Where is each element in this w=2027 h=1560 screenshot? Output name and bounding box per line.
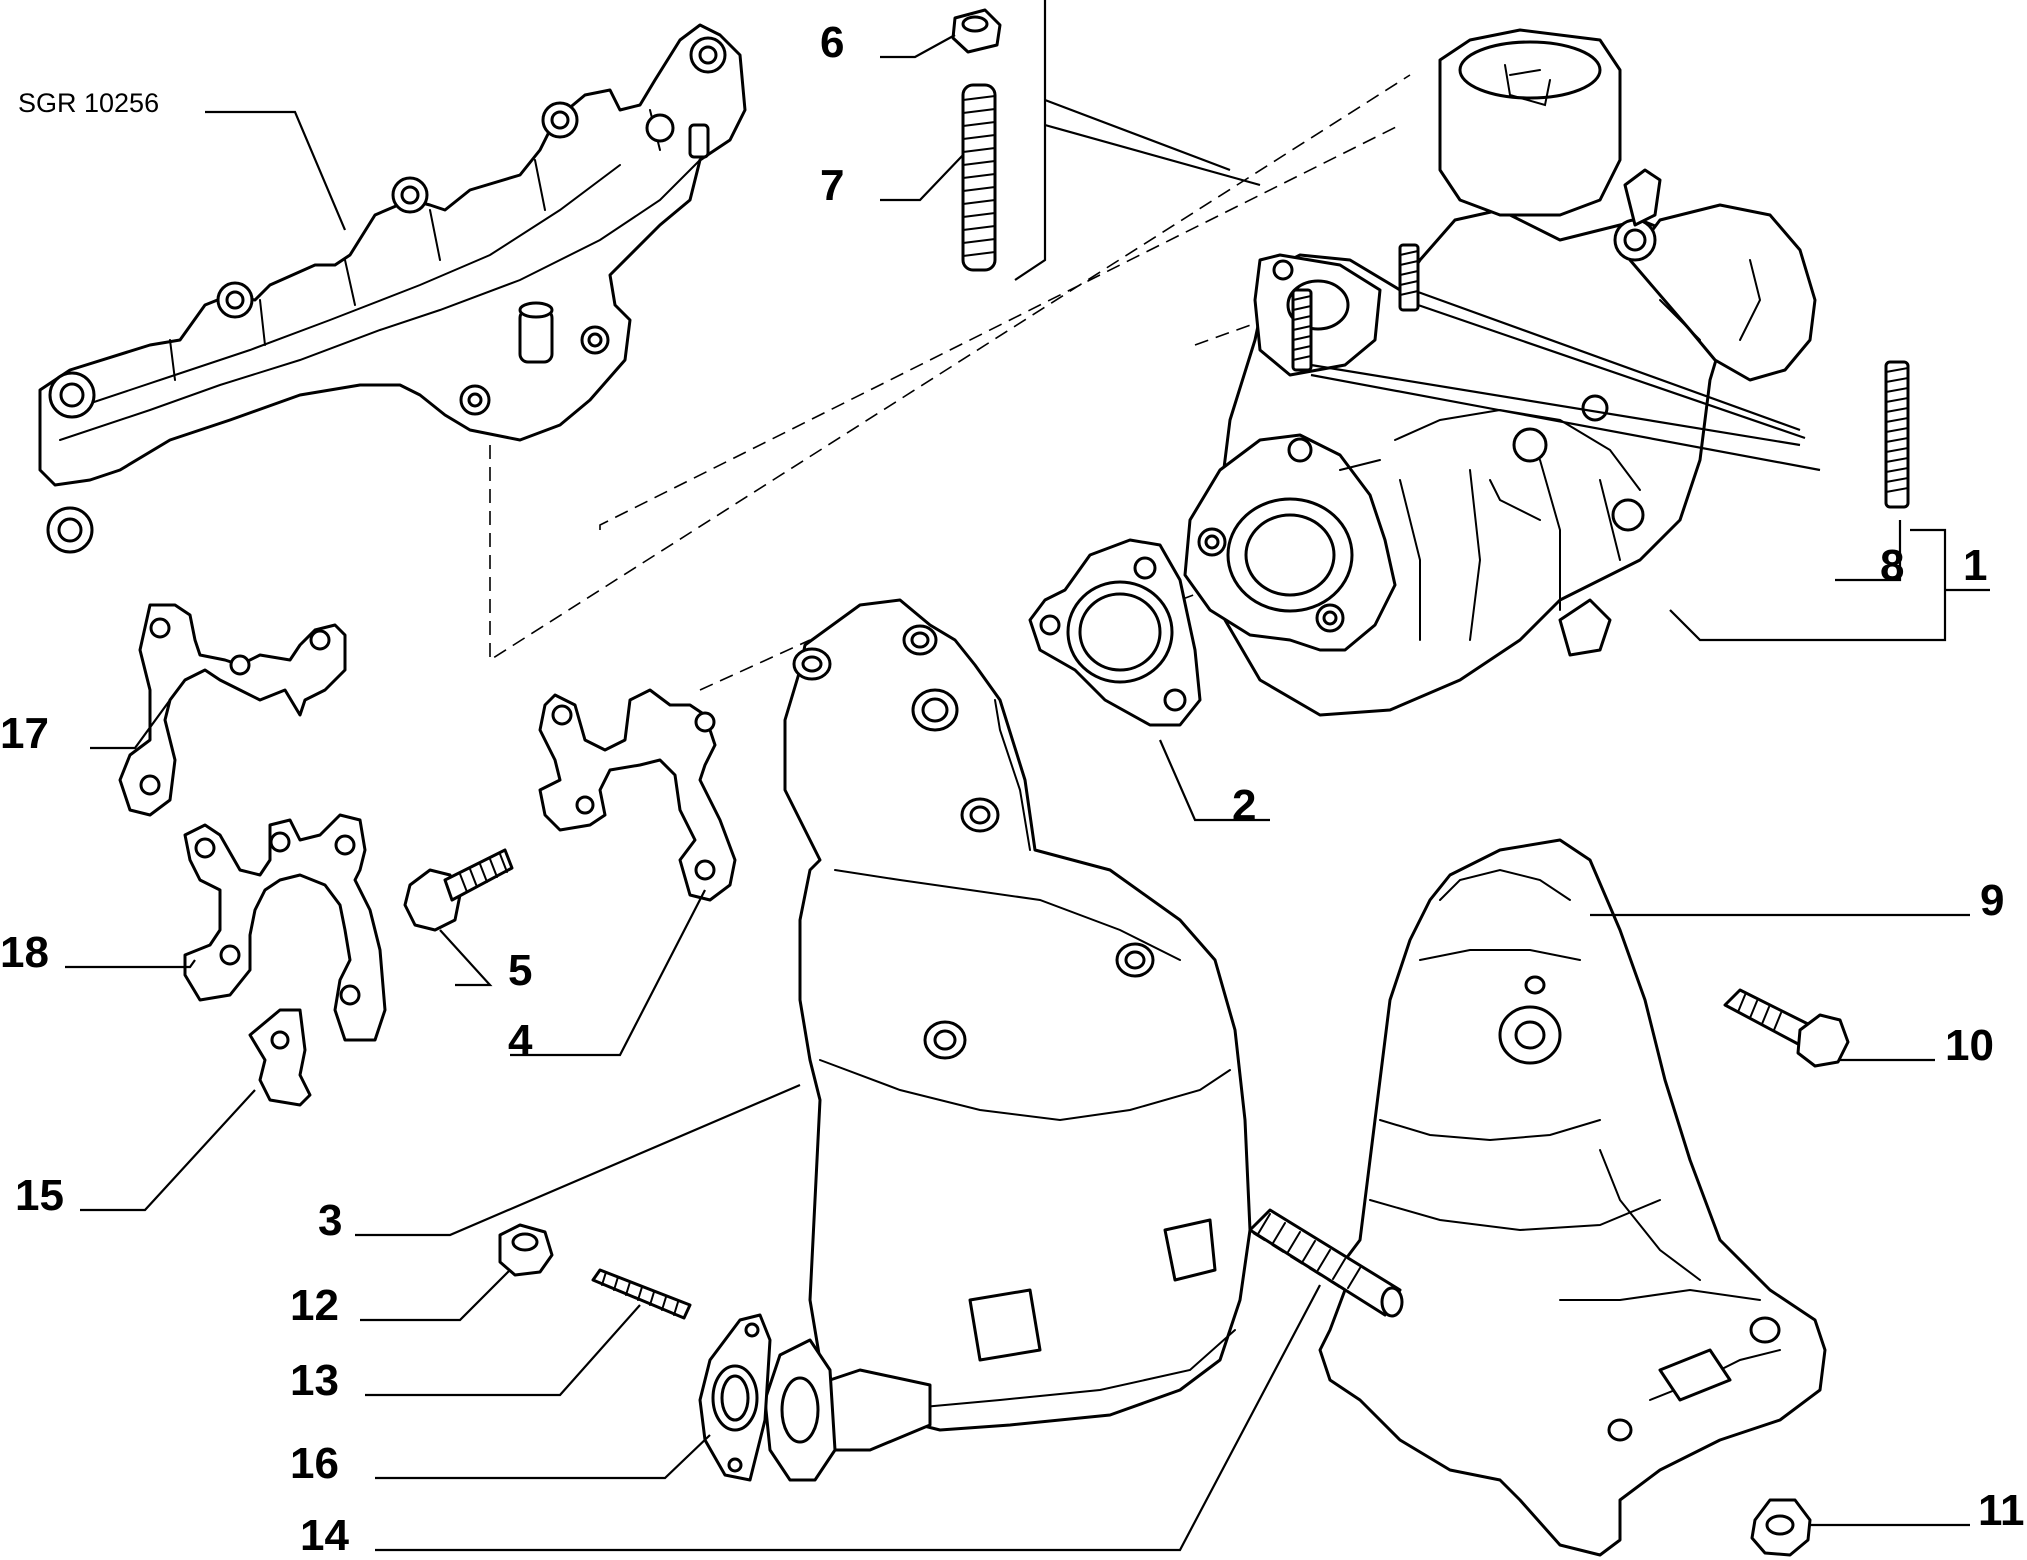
stud-7: [961, 83, 997, 272]
turbocharger: [1183, 28, 1817, 717]
catalytic-converter: [763, 598, 1252, 1482]
bracket-4: [538, 688, 737, 902]
callout-7: 7: [820, 161, 844, 210]
callout-18: 18: [0, 928, 49, 977]
callout-14: 14: [300, 1511, 349, 1560]
stud-8: [1884, 360, 1910, 509]
callout-17: 17: [0, 709, 49, 758]
callout-9: 9: [1980, 876, 2004, 925]
bolt-10: [1723, 988, 1850, 1068]
callout-12: 12: [290, 1281, 339, 1330]
callout-4: 4: [508, 1016, 533, 1065]
heat-shield: [1318, 838, 1827, 1557]
callout-8: 8: [1880, 541, 1904, 590]
bracket-17: [118, 603, 347, 817]
exhaust-manifold: [38, 23, 747, 554]
reference-code: SGR 10256: [18, 88, 159, 118]
callout-15: 15: [15, 1171, 64, 1220]
callout-11: 11: [1978, 1486, 2025, 1535]
callout-13: 13: [290, 1356, 339, 1405]
callout-2: 2: [1232, 781, 1256, 830]
turbo-stud-leaders: [1310, 290, 1821, 472]
stud-13: [591, 1268, 692, 1320]
callout-5: 5: [508, 946, 532, 995]
callout-10: 10: [1945, 1021, 1994, 1070]
callout-leaders: [65, 0, 1990, 1552]
bracket-18: [183, 813, 387, 1042]
nut-11: [1750, 1498, 1812, 1557]
callout-3: 3: [318, 1196, 342, 1245]
nut-12: [498, 1223, 554, 1277]
nut-6: [951, 8, 1002, 54]
callout-16: 16: [290, 1439, 339, 1488]
gasket-2: [1028, 538, 1202, 727]
bolt-5: [403, 848, 514, 932]
stud-14: [1248, 1208, 1404, 1318]
callout-1: 1: [1963, 541, 1987, 590]
gasket-16: [698, 1313, 772, 1482]
bracket-15: [248, 1008, 312, 1107]
callout-6: 6: [820, 18, 844, 67]
